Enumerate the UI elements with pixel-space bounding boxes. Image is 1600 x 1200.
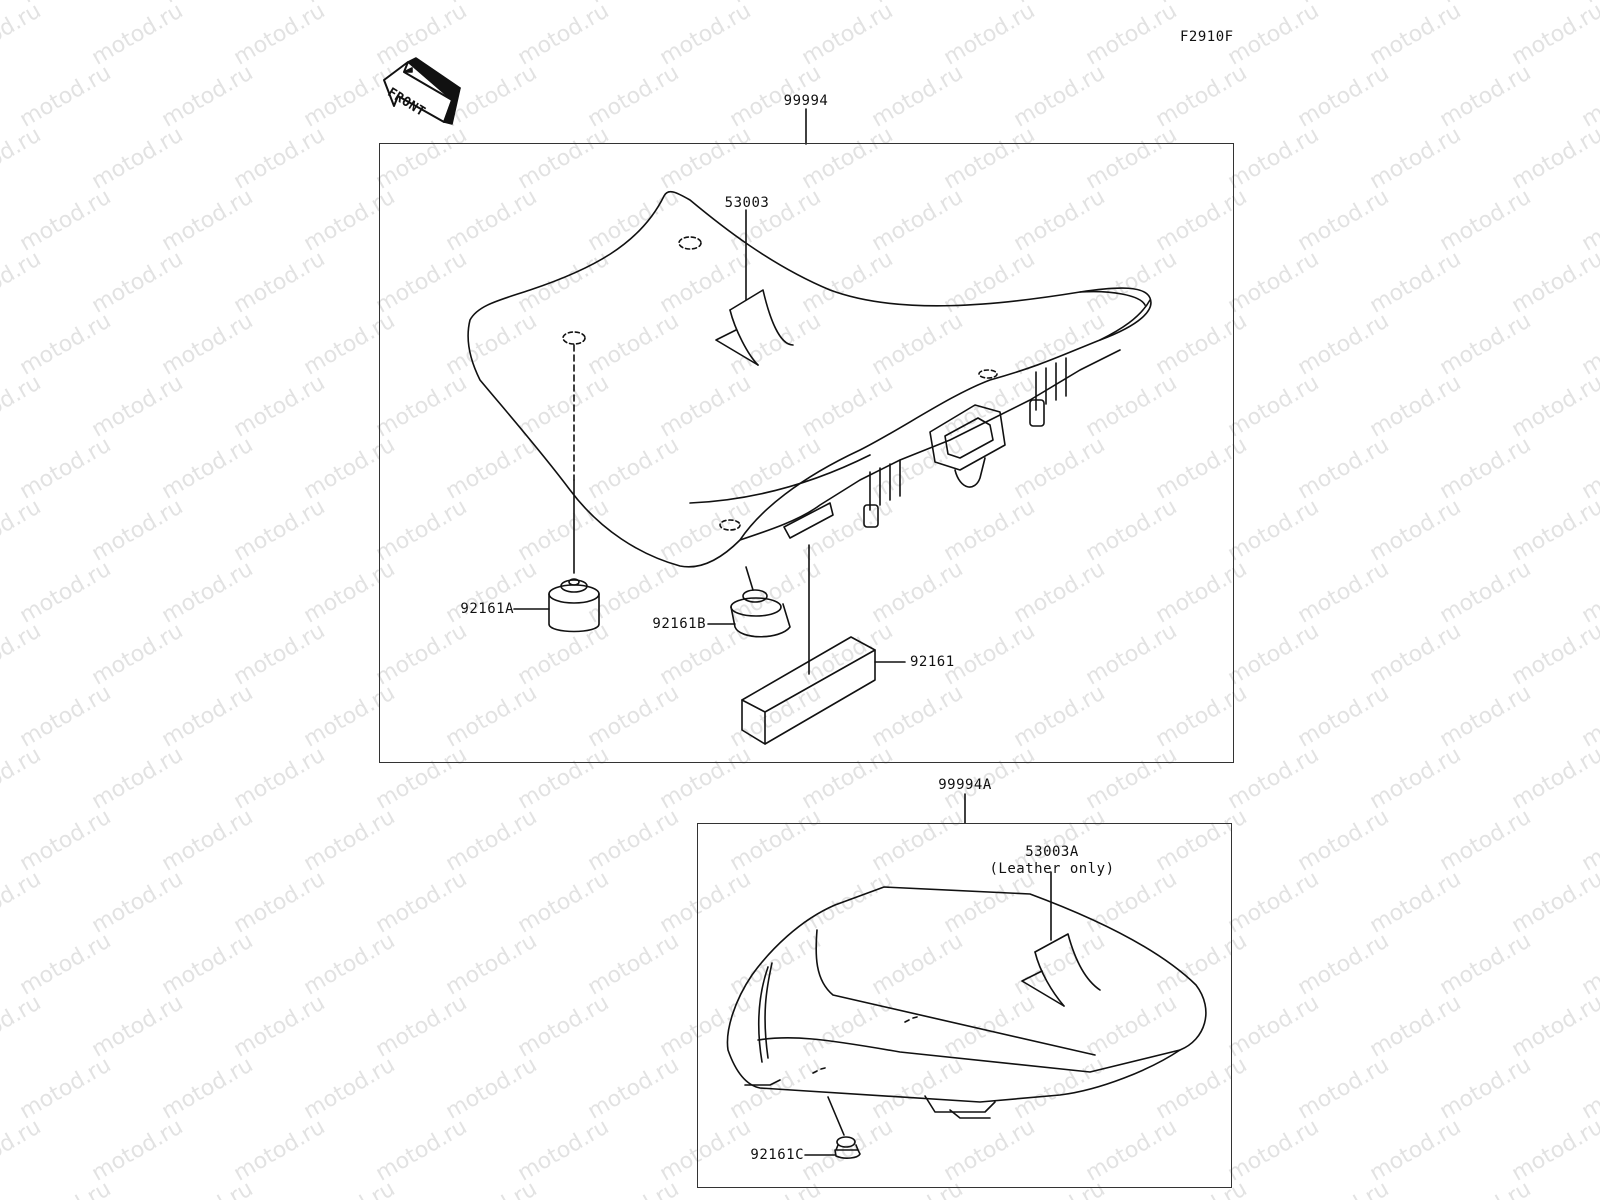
part-label-99994[interactable]: 99994 bbox=[783, 93, 829, 109]
front-arrow-icon bbox=[383, 57, 461, 125]
figure-code: F2910F bbox=[1180, 29, 1234, 45]
part-53003A-tag bbox=[1021, 871, 1101, 1007]
part-92161-block bbox=[741, 544, 906, 745]
part-label-92161[interactable]: 92161 bbox=[910, 654, 955, 670]
part-92161C-damper bbox=[804, 1096, 861, 1159]
part-label-99994A[interactable]: 99994A bbox=[938, 777, 992, 793]
part-53003-tag bbox=[715, 209, 794, 366]
part-label-92161B[interactable]: 92161B bbox=[652, 616, 706, 632]
part-note-leather-only: (Leather only) bbox=[989, 861, 1115, 877]
part-label-53003A[interactable]: 53003A bbox=[1025, 844, 1079, 860]
assembly-frame-99994 bbox=[379, 143, 1234, 763]
part-label-92161A[interactable]: 92161A bbox=[460, 601, 514, 617]
part-92161A-damper bbox=[513, 578, 600, 633]
assembly-frame-99994A bbox=[697, 823, 1232, 1188]
main-seat-illustration bbox=[467, 190, 1152, 574]
pillion-seat-illustration bbox=[726, 886, 1207, 1119]
part-92161B-damper bbox=[707, 566, 791, 638]
part-label-92161C[interactable]: 92161C bbox=[750, 1147, 804, 1163]
part-label-53003[interactable]: 53003 bbox=[724, 195, 770, 211]
